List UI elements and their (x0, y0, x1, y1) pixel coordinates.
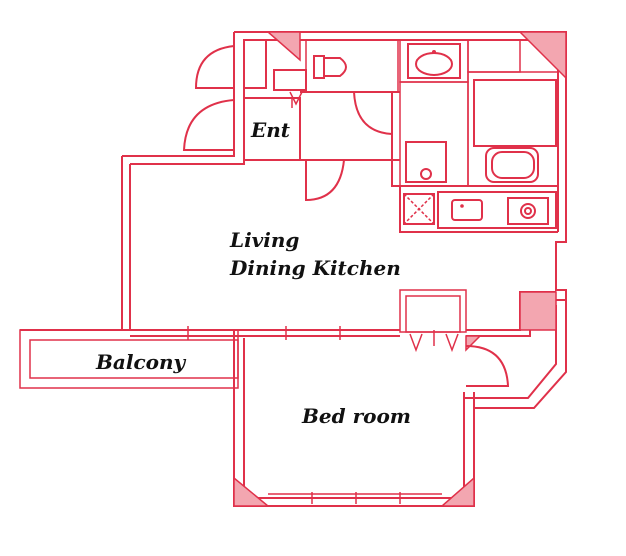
washbasin-icon (407, 43, 461, 79)
room-label-dining-kitchen: Dining Kitchen (230, 256, 401, 280)
room-label-balcony: Balcony (96, 350, 186, 374)
toilet-icon (313, 55, 347, 79)
wall-corners (233, 31, 567, 507)
doors (182, 45, 510, 387)
room-label-bedroom: Bed room (302, 404, 411, 428)
kitchen-counter-icon (437, 191, 557, 229)
room-label-living: Living (230, 228, 300, 252)
refrigerator-space-icon (403, 193, 435, 225)
fixtures (313, 43, 557, 229)
bath-icon (491, 151, 535, 179)
windows (130, 326, 442, 504)
room-label-entrance: Ent (251, 118, 291, 142)
